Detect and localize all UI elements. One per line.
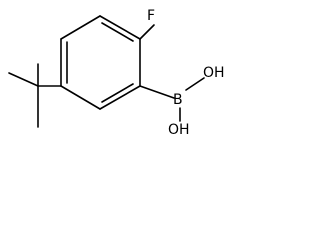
- ring-bond-c5-c6: [60, 15, 101, 40]
- ring-double-bond-bottom: [101, 83, 134, 103]
- hydroxyl-right-label: OH: [203, 65, 225, 81]
- ring-bond-c3-c4: [60, 85, 101, 110]
- boron-label: B: [173, 92, 183, 108]
- ring-bond-c2-c3: [99, 85, 141, 110]
- hydroxyl-bottom-label: OH: [168, 122, 190, 138]
- ring-double-bond-top: [101, 22, 134, 42]
- bond-tbu-methyl-left: [8, 72, 39, 87]
- ring-bond-c6-c1: [99, 15, 141, 40]
- structure-canvas: F B OH OH: [0, 0, 230, 138]
- bond-b-oh-right: [185, 77, 205, 91]
- benzene-ring: [60, 15, 141, 110]
- bond-c-b: [139, 85, 175, 99]
- bond-c-f: [139, 24, 155, 40]
- tert-butyl-group: [8, 63, 62, 128]
- fluorine-label: F: [147, 8, 155, 24]
- chemical-structure: F B OH OH: [8, 8, 225, 138]
